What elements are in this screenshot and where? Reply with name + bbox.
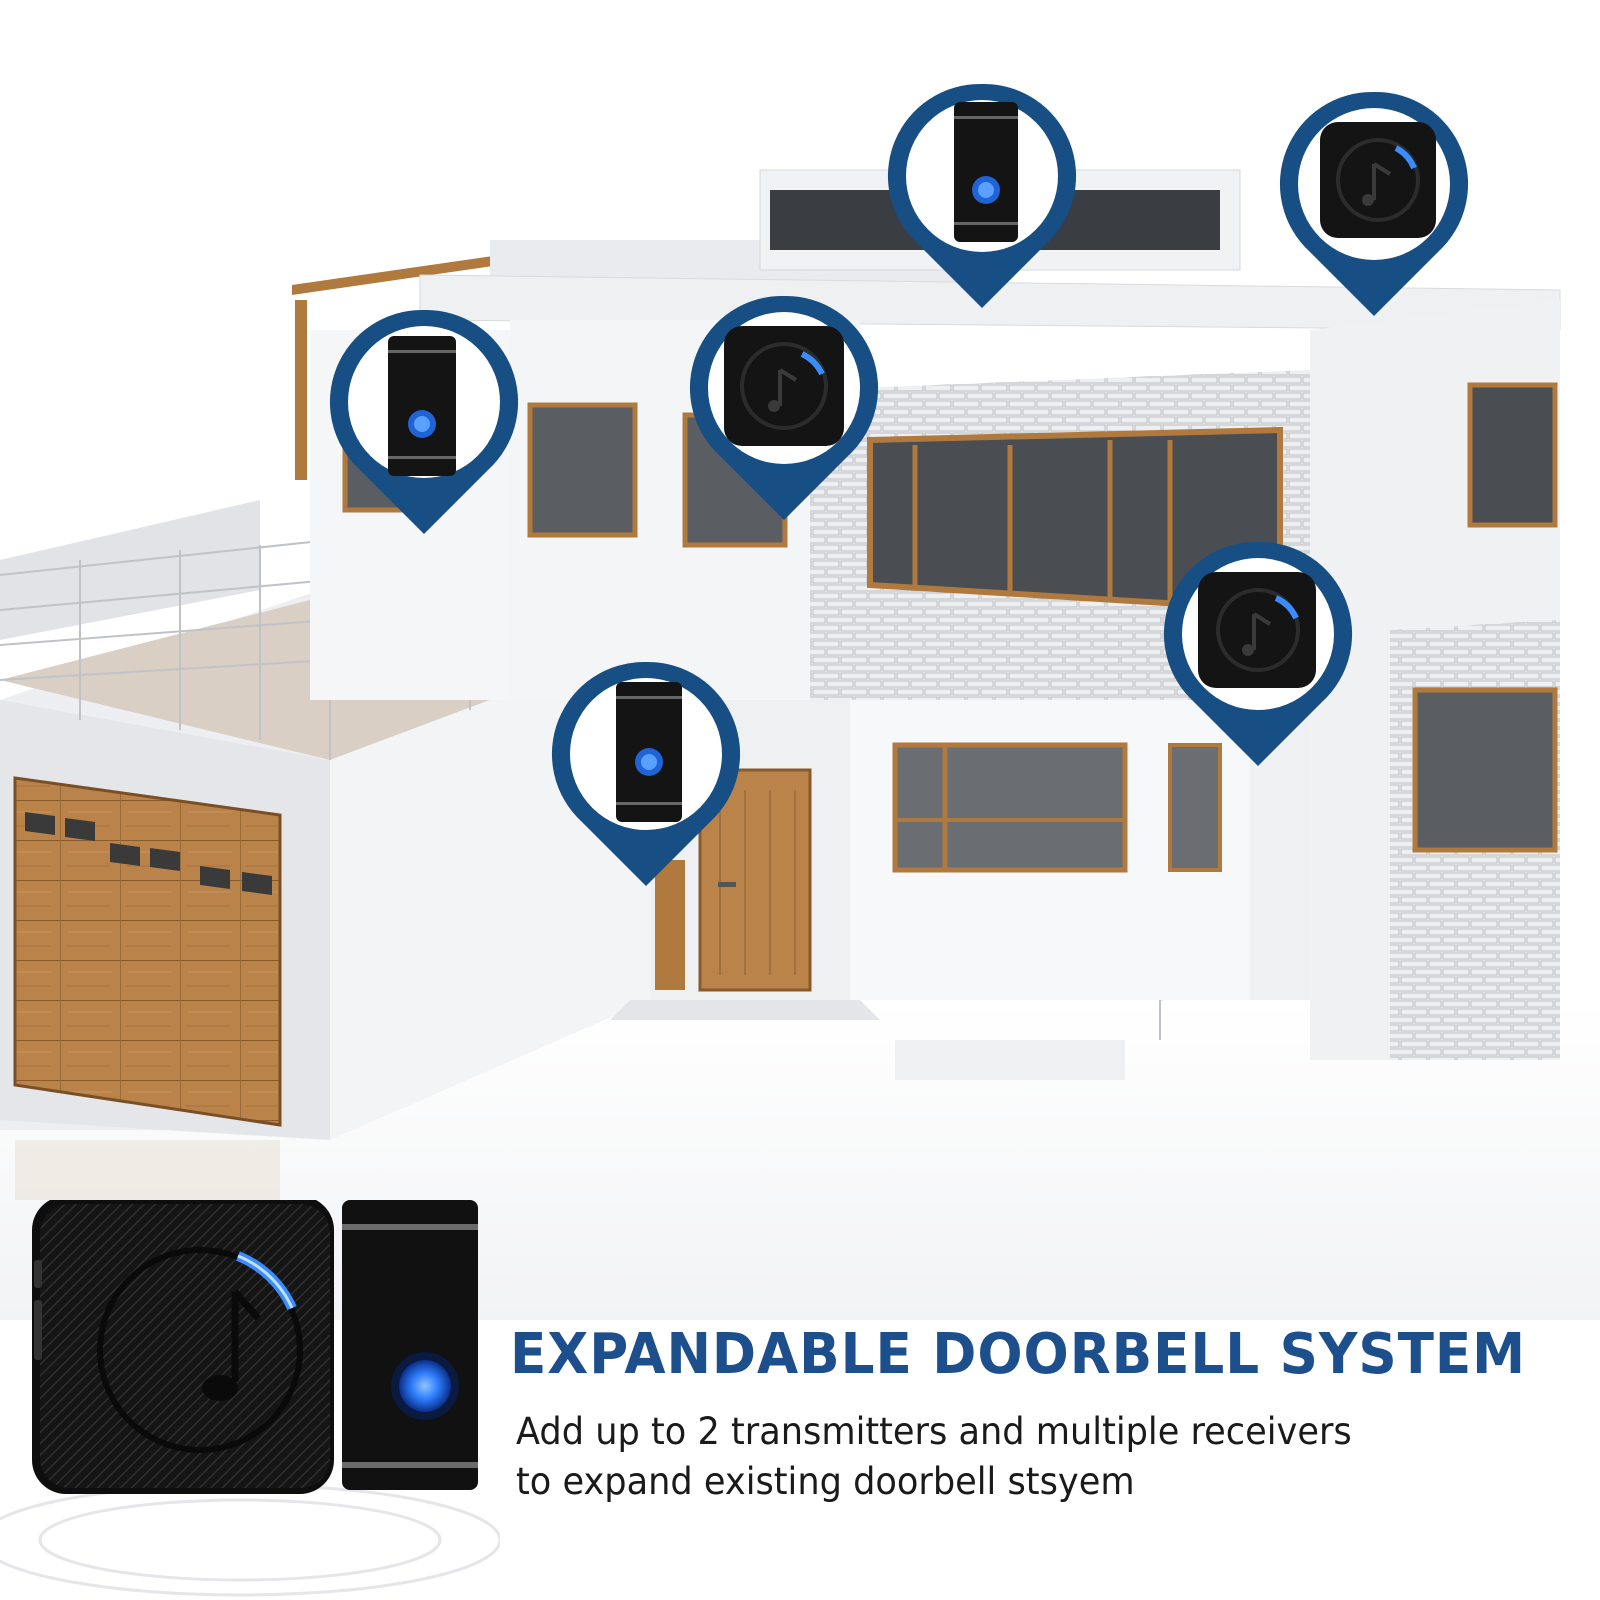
hero-products (0, 1200, 500, 1597)
doorbell-transmitter-icon (388, 336, 456, 476)
location-pin-icon (546, 654, 746, 894)
subheadline-line-1: Add up to 2 transmitters and multiple re… (516, 1410, 1352, 1453)
chime-receiver-icon (32, 1200, 334, 1494)
chime-receiver-icon (724, 326, 844, 446)
location-pin-icon (882, 76, 1082, 316)
headline: EXPANDABLE DOORBELL SYSTEM (510, 1322, 1527, 1387)
location-pin-icon (324, 302, 524, 542)
doorbell-transmitter-icon (954, 102, 1018, 242)
doorbell-transmitter-icon (342, 1200, 478, 1490)
chime-receiver-icon (1320, 122, 1436, 238)
location-pin-icon (1158, 534, 1358, 774)
chime-receiver-icon (1198, 572, 1316, 688)
location-pin-icon (684, 288, 884, 528)
subheadline-line-2: to expand existing doorbell stsyem (516, 1460, 1135, 1503)
location-pin-icon (1274, 84, 1474, 324)
doorbell-transmitter-icon (616, 682, 682, 822)
